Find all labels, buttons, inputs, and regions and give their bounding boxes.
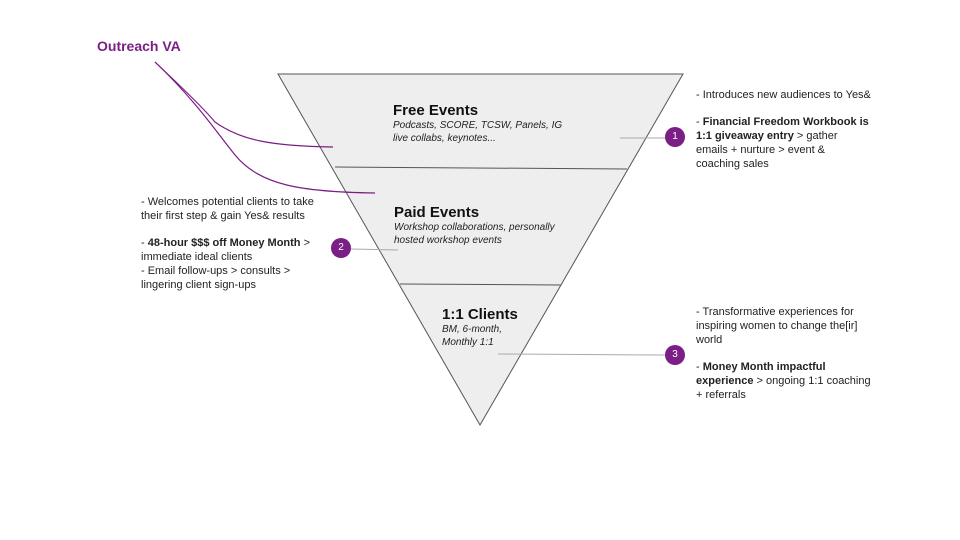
note-intro: - Introduces new audiences to Yes& — [696, 89, 871, 101]
note-rest: > ongoing 1:1 coaching + referrals — [696, 375, 871, 401]
note-paid-events: - Welcomes potential clients to take the… — [141, 195, 326, 292]
step-badge-1: 1 — [665, 127, 685, 147]
stage-title: 1:1 Clients — [442, 306, 518, 323]
note-bold: Money Month impactful experience — [696, 361, 826, 387]
stage-divider-1 — [334, 166, 628, 170]
note-rest: > gather emails + nurture > event & coac… — [696, 130, 838, 170]
stage-title: Paid Events — [394, 204, 480, 221]
step-badge-3: 3 — [665, 345, 685, 365]
stage-subtitle-line: live collabs, keynotes... — [393, 133, 496, 144]
note-detail: - Financial Freedom Workbook is 1:1 give… — [696, 116, 869, 170]
stage-subtitle-line: hosted workshop events — [394, 235, 502, 246]
stage-subtitle-line: Monthly 1:1 — [442, 337, 494, 348]
note-extra: - Email follow-ups > consults > lingerin… — [141, 265, 291, 291]
stage-paid-events: Paid Events Workshop collaborations, per… — [394, 204, 555, 247]
note-rest: > immediate ideal clients — [141, 237, 310, 263]
note-intro: - Welcomes potential clients to take the… — [141, 196, 314, 222]
outreach-curve-2 — [154, 61, 376, 194]
note-intro: - Transformative experiences for inspiri… — [696, 306, 858, 346]
stage-1-1-clients: 1:1 Clients BM, 6-month, Monthly 1:1 — [442, 306, 518, 349]
note-detail: - Money Month impactful experience > ong… — [696, 361, 871, 401]
stage-subtitle-line: Workshop collaborations, personally — [394, 222, 555, 233]
note-bold: 48-hour $$$ off Money Month — [147, 237, 301, 249]
stage-divider-2 — [399, 283, 562, 286]
stage-free-events: Free Events Podcasts, SCORE, TCSW, Panel… — [393, 102, 562, 145]
stage-title: Free Events — [393, 102, 479, 119]
note-bold: Financial Freedom Workbook is 1:1 giveaw… — [696, 116, 869, 142]
connector-2 — [349, 248, 399, 251]
note-1-1-clients: - Transformative experiences for inspiri… — [696, 305, 874, 402]
step-badge-2: 2 — [331, 238, 351, 258]
outreach-curve-1 — [154, 61, 334, 148]
stage-subtitle-line: Podcasts, SCORE, TCSW, Panels, IG — [393, 120, 563, 131]
stage-subtitle-line: BM, 6-month, — [442, 324, 503, 335]
outreach-va-label: Outreach VA — [97, 38, 181, 54]
note-free-events: - Introduces new audiences to Yes& - Fin… — [696, 88, 871, 171]
connector-3 — [497, 353, 667, 356]
note-detail: - 48-hour $$$ off Money Month > immediat… — [141, 237, 310, 263]
